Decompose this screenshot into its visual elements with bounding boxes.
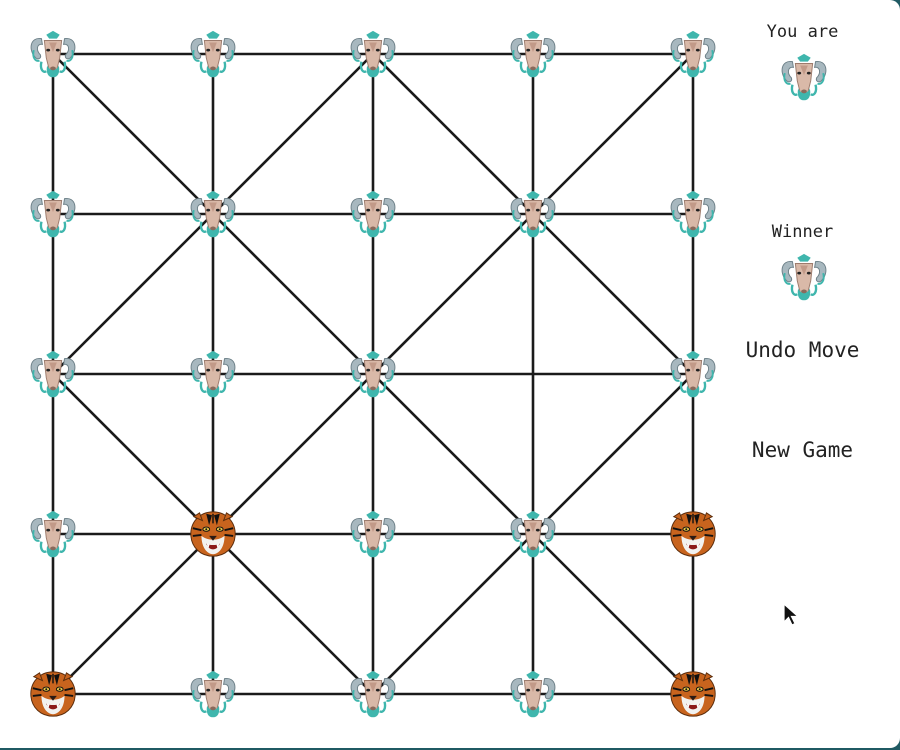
ram-head-icon: [778, 52, 830, 102]
tiger-head-icon[interactable]: [669, 510, 717, 558]
mouse-cursor-icon: [783, 603, 800, 626]
board-diagonal-line: [212, 533, 374, 695]
board-diagonal-line: [372, 213, 534, 375]
winner-label: Winner: [771, 222, 834, 242]
ram-head-icon[interactable]: [509, 29, 557, 79]
ram-head-icon: [778, 252, 830, 302]
board-diagonal-line: [212, 213, 374, 375]
board-diagonal-line: [372, 53, 534, 215]
side-panel: You are Winner Undo Move New Game: [720, 0, 900, 748]
undo-move-button[interactable]: Undo Move: [720, 338, 885, 362]
tiger-head-icon[interactable]: [189, 510, 237, 558]
ram-head-icon[interactable]: [669, 189, 717, 239]
ram-head-icon[interactable]: [29, 509, 77, 559]
ram-head-icon[interactable]: [349, 509, 397, 559]
board-diagonal-line: [212, 53, 374, 215]
new-game-button[interactable]: New Game: [720, 438, 885, 462]
board-diagonal-line: [532, 53, 694, 215]
board-diagonal-line: [52, 213, 214, 375]
ram-head-icon[interactable]: [349, 189, 397, 239]
board-diagonal-line: [372, 533, 534, 695]
board-diagonal-line: [532, 533, 694, 695]
you-are-label: You are: [766, 22, 839, 42]
ram-head-icon[interactable]: [189, 669, 237, 719]
tiger-head-icon[interactable]: [669, 670, 717, 718]
board-diagonal-line: [52, 53, 214, 215]
ram-head-icon[interactable]: [29, 189, 77, 239]
board-diagonal-line: [52, 533, 214, 695]
board-diagonal-line: [372, 373, 534, 535]
board-diagonal-line: [532, 373, 694, 535]
board-diagonal-line: [532, 213, 694, 375]
ram-head-icon[interactable]: [189, 349, 237, 399]
board-lines: [51, 52, 695, 696]
board-diagonal-line: [212, 373, 374, 535]
ram-head-icon[interactable]: [509, 669, 557, 719]
empty-board-point[interactable]: [515, 356, 551, 392]
game-board: [29, 29, 717, 719]
board-diagonal-line: [52, 373, 214, 535]
tiger-head-icon[interactable]: [29, 670, 77, 718]
ram-head-icon[interactable]: [189, 29, 237, 79]
